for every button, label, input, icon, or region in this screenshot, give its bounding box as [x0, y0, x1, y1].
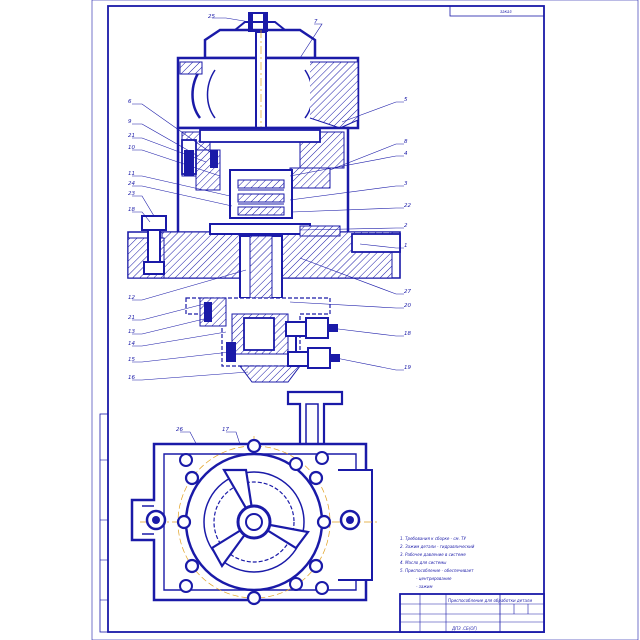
stud-bolt — [141, 215, 167, 275]
callout: 8 — [404, 139, 408, 145]
corner-stamp: заказ — [449, 5, 545, 17]
callout: 18 — [128, 207, 135, 213]
mounting-bolts — [176, 438, 332, 606]
hydraulic-fittings — [285, 317, 340, 369]
callout: 16 — [128, 375, 135, 381]
callout: 25 — [208, 14, 215, 20]
housing-hatch-right — [309, 61, 359, 129]
title-block: Приспособление для обработки детали ДПЗ … — [399, 593, 545, 633]
callout: 22 — [404, 203, 411, 209]
clamp-bolts — [145, 509, 361, 531]
technical-notes: 1. Требования к сборке - см. ТУ 2. Зажим… — [400, 536, 475, 589]
callout: 20 — [404, 303, 411, 309]
title-block-title: Приспособление для обработки детали — [448, 598, 532, 603]
plan-view — [130, 390, 380, 606]
callout: 23 — [128, 191, 135, 197]
note-line: 5. Приспособление - обеспечивает — [400, 568, 474, 573]
callout: 19 — [404, 365, 411, 371]
callout: 24 — [128, 181, 135, 187]
callout: 18 — [404, 331, 411, 337]
callout: 2 — [404, 223, 408, 229]
corner-stamp-text: заказ — [500, 9, 512, 14]
callout-leaders — [132, 17, 404, 501]
callout: 7 — [314, 19, 318, 25]
sheet-frame — [91, 0, 639, 640]
section-view — [127, 12, 401, 383]
callout: 17 — [222, 427, 229, 433]
note-line: 1. Требования к сборке - см. ТУ — [400, 536, 467, 541]
title-block-code: ДПЗ .СБ(ОГ) — [451, 626, 478, 631]
note-line: 3. Рабочее давление в системе — [400, 552, 466, 557]
callout: 10 — [128, 145, 135, 151]
callout: 12 — [128, 295, 135, 301]
piston-assembly — [229, 169, 293, 219]
callout: 14 — [128, 341, 135, 347]
callout: 13 — [128, 329, 135, 335]
callout: 4 — [404, 151, 408, 157]
callout: 21 — [128, 315, 135, 321]
callout: 6 — [128, 99, 132, 105]
callout: 3 — [404, 181, 408, 187]
callout-numbers: 25 7 6 5 9 21 10 11 24 23 18 8 4 3 22 2 … — [128, 14, 411, 433]
note-line: - центрирование — [416, 576, 452, 581]
callout: 27 — [404, 289, 411, 295]
callout: 21 — [128, 133, 135, 139]
callout: 5 — [404, 97, 408, 103]
note-line: 4. Масло для системы — [400, 560, 446, 565]
callout: 11 — [128, 171, 135, 177]
callout: 15 — [128, 357, 135, 363]
callout: 1 — [404, 243, 408, 249]
callout: 9 — [128, 119, 132, 125]
note-line: - зажим — [416, 584, 433, 589]
note-line: 2. Зажим детали - гидравлический — [400, 544, 475, 549]
callout: 26 — [176, 427, 183, 433]
